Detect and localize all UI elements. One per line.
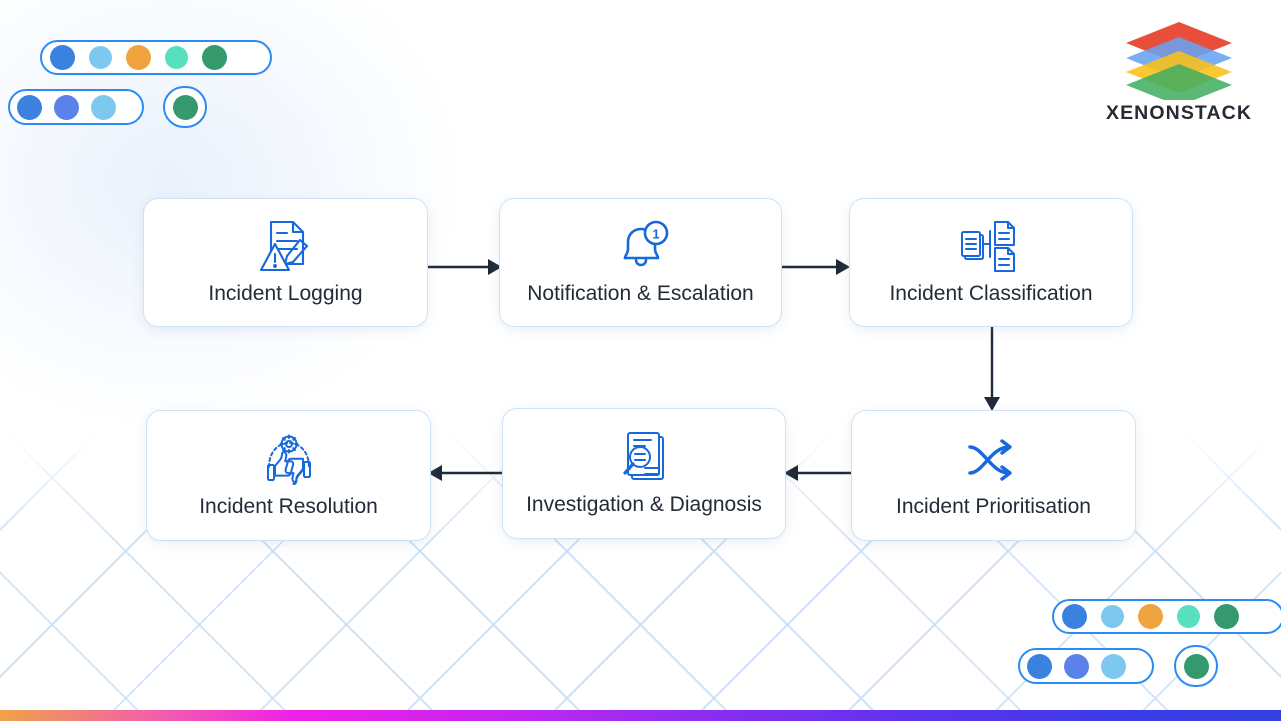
flow-step-incident-resolution[interactable]: Incident Resolution	[146, 410, 431, 541]
flow-step-investigation-diagnosis[interactable]: Investigation & Diagnosis	[502, 408, 786, 539]
decor-dot	[1138, 604, 1163, 629]
connector-arrow-down	[984, 325, 1000, 411]
decor-dot	[165, 46, 188, 69]
flow-step-label: Incident Logging	[208, 282, 363, 306]
flow-step-label: Incident Classification	[889, 282, 1093, 306]
decor-pill-top-left-2	[8, 89, 144, 125]
flow-step-notification-escalation[interactable]: 1 Notification & Escalation	[499, 198, 782, 327]
connector-arrow-right-2	[780, 259, 850, 275]
decor-pill-top-left-1	[40, 40, 272, 75]
decor-dot	[1101, 605, 1124, 628]
decor-dot	[1064, 653, 1089, 679]
decor-dot	[202, 45, 227, 70]
decor-dot	[1183, 653, 1209, 679]
decor-pill-bottom-right-2	[1018, 648, 1154, 684]
decor-dot	[1101, 653, 1126, 679]
connector-arrow-left-1	[784, 465, 852, 481]
decor-pill-bottom-right-1	[1052, 599, 1281, 634]
decor-dot	[172, 94, 198, 120]
flow-step-label: Incident Prioritisation	[896, 495, 1091, 519]
bottom-gradient-strip	[0, 710, 1281, 721]
brand-logo: XENONSTACK	[1104, 16, 1254, 125]
decor-dot	[1062, 604, 1087, 629]
flow-step-label: Investigation & Diagnosis	[526, 493, 762, 517]
decor-dot	[91, 94, 116, 120]
decor-dot	[1214, 604, 1239, 629]
bell-badge-icon: 1	[611, 218, 671, 276]
decor-dot	[50, 45, 75, 70]
shuffle-arrows-icon	[965, 431, 1023, 489]
decor-pill-bottom-right-3	[1174, 645, 1218, 687]
flow-step-label: Incident Resolution	[199, 495, 378, 519]
document-magnifier-icon	[615, 429, 673, 487]
decor-dot	[54, 94, 79, 120]
document-pencil-alert-icon	[255, 218, 317, 276]
flow-step-incident-logging[interactable]: Incident Logging	[143, 198, 428, 327]
decor-dot	[1177, 605, 1200, 628]
decor-dot	[1027, 653, 1052, 679]
brand-name: XENONSTACK	[1105, 102, 1253, 124]
flow-step-incident-prioritisation[interactable]: Incident Prioritisation	[851, 410, 1136, 541]
flow-step-incident-classification[interactable]: Incident Classification	[849, 198, 1133, 327]
connector-arrow-left-2	[428, 465, 504, 481]
stacked-layers-logo-icon	[1126, 22, 1232, 100]
thumbs-gear-icon	[259, 431, 319, 489]
bell-badge-count: 1	[652, 227, 659, 242]
decor-dot	[126, 45, 151, 70]
flow-step-label: Notification & Escalation	[527, 282, 754, 306]
decor-dot	[89, 46, 112, 69]
document-branch-icon	[961, 218, 1021, 276]
decor-dot	[17, 94, 42, 120]
decor-pill-top-left-3	[163, 86, 207, 128]
connector-arrow-right-1	[424, 259, 502, 275]
